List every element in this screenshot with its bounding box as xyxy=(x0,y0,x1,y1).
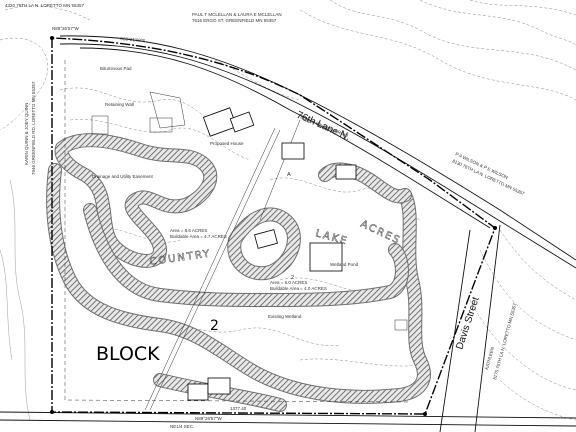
building-3 xyxy=(281,142,305,160)
retaining-wall: Retaining Wall xyxy=(105,102,134,107)
owner-left-1: KARIN QUINN & JOEY QUINN xyxy=(24,103,29,165)
pond-box xyxy=(309,242,343,272)
area2-line-2: Buildable Area = 4.0 ACRES xyxy=(270,286,327,291)
corner-sw xyxy=(50,410,54,414)
corner-markers xyxy=(50,36,497,416)
owner-top-center-2: 7616 ERGO ST. GREENFIELD MN 55357 xyxy=(192,18,277,23)
corner-se xyxy=(423,412,427,416)
street-east: Davis Street xyxy=(454,296,481,351)
acres-outline-text: ACRES xyxy=(359,219,403,247)
bituminous-pad: Bituminous Pad xyxy=(100,66,132,71)
proposed-house: Proposed House xyxy=(210,141,244,146)
corner-nw xyxy=(50,36,54,40)
building-1 xyxy=(202,107,238,137)
bearing-south: N89°26'57"W xyxy=(195,416,223,421)
bearing-northeast: S60°21'08"E xyxy=(120,36,146,43)
area-line-1: Area = 8.6 ACRES xyxy=(170,228,207,233)
setback-lines xyxy=(64,60,411,411)
owner-top-left: 4320 76TH LA N. LORETTO MN 55357 xyxy=(5,3,84,8)
buildings xyxy=(91,91,408,401)
shed xyxy=(149,117,173,133)
building-2 xyxy=(229,111,255,133)
existing-wetland: Existing Wetland xyxy=(268,314,302,319)
owner-left-2: 7946 GREENFIELD RD. LORETTO MN 55357 xyxy=(31,81,36,175)
owner-right-bottom-2: 8175 76TH LA N. LORETTO MN 55357 xyxy=(492,302,517,380)
bearing-north: N89°26'57"W xyxy=(52,26,80,31)
section-note: NE1/4 SEC. xyxy=(170,424,194,429)
block-number: 2 xyxy=(210,318,219,334)
block-label: BLOCK xyxy=(96,343,160,365)
building-7 xyxy=(207,377,231,395)
owner-top-center-1: PAUL T MCLELLAN & LAURA E MCLELLAN xyxy=(192,12,282,17)
area2-line-1: Area = 6.0 ACRES xyxy=(270,280,307,285)
garage xyxy=(91,115,109,135)
building-6 xyxy=(187,383,209,401)
building-4 xyxy=(335,164,357,180)
pond-label: Wetland Pond xyxy=(330,262,359,267)
owner-right-bottom-1: KATHLEEN xyxy=(484,346,495,370)
well xyxy=(394,319,408,331)
area-line-2: Buildable Area = 4.7 ACRES xyxy=(170,234,227,239)
distance-south: 1377.40 xyxy=(230,406,247,411)
house-outline xyxy=(149,91,186,129)
corner-e xyxy=(493,226,497,230)
property-boundary xyxy=(51,37,496,415)
owner-right-top-2: 8130 76TH LA N. LORETTO MN 55357 xyxy=(452,158,526,196)
drainage-easement: Drainage and Utility Easement xyxy=(92,174,154,179)
building-5 xyxy=(254,229,278,249)
lot-a: A xyxy=(287,172,291,178)
wetland-buffer xyxy=(46,133,431,412)
lot-number: 2 xyxy=(291,275,294,281)
